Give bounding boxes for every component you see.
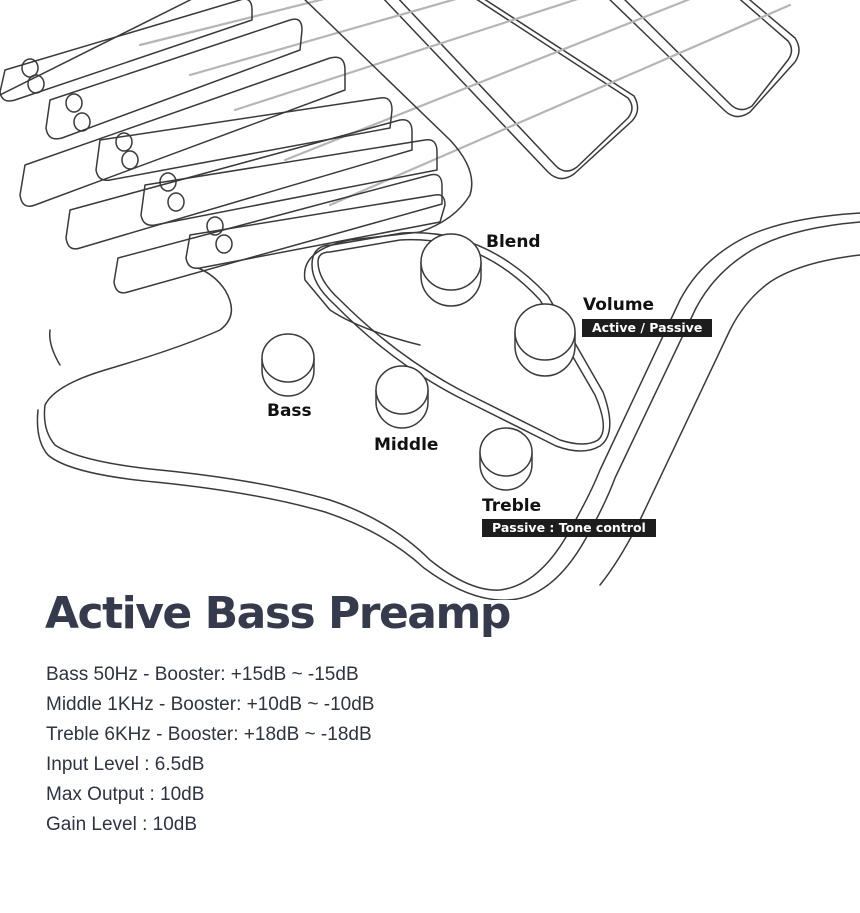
blend-label: Blend <box>486 232 541 252</box>
spec-list: Bass 50Hz - Booster: +15dB ~ -15dB Middl… <box>46 662 374 842</box>
guitar-body <box>43 212 860 591</box>
pickup-right <box>609 0 800 118</box>
saddle-screws <box>21 58 233 254</box>
spec-item-bass: Bass 50Hz - Booster: +15dB ~ -15dB <box>46 664 359 685</box>
control-plate <box>317 238 604 445</box>
volume-badge: Active / Passive <box>582 319 713 337</box>
spec-item-input-level: Input Level : 6.5dB <box>46 754 205 775</box>
bass-knob[interactable] <box>261 333 315 397</box>
blend-knob[interactable] <box>420 233 482 307</box>
treble-badge: Passive : Tone control <box>482 519 656 537</box>
bass-label: Bass <box>267 401 312 421</box>
page-title: Active Bass Preamp <box>45 588 511 639</box>
spec-item-gain-level: Gain Level : 10dB <box>46 814 198 835</box>
volume-label: Volume <box>583 295 655 315</box>
volume-knob[interactable] <box>514 303 576 377</box>
spec-item-treble: Treble 6KHz - Booster: +18dB ~ -18dB <box>46 724 372 745</box>
strings <box>138 0 792 207</box>
spec-item-middle: Middle 1KHz - Booster: +10dB ~ -10dB <box>46 694 375 715</box>
bridge-plate <box>0 0 473 346</box>
pickup-left <box>383 0 639 180</box>
treble-knob[interactable] <box>479 427 533 491</box>
bridge-saddles <box>0 0 446 294</box>
middle-knob[interactable] <box>375 365 429 429</box>
spec-item-max-output: Max Output : 10dB <box>46 784 205 805</box>
treble-label: Treble <box>482 496 542 516</box>
bass-guitar-control-illustration <box>0 0 860 600</box>
middle-label: Middle <box>374 435 439 455</box>
